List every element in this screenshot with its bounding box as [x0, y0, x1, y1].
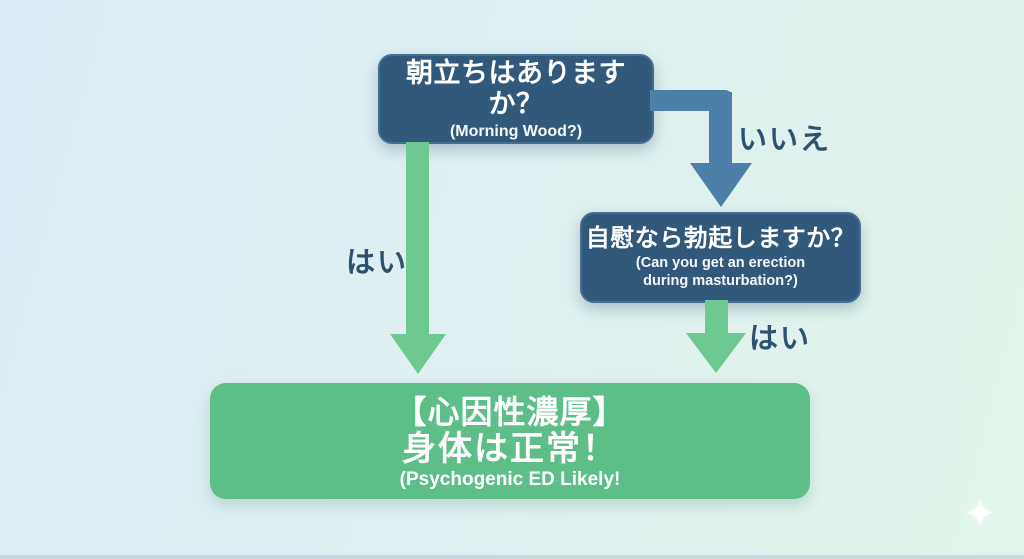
result-node-psychogenic-ed: 【心因性濃厚】 身体は正常！ (Psychogenic ED Likely!: [210, 383, 810, 499]
question1-subtitle: (Morning Wood?): [449, 122, 583, 140]
question2-subtitle-line2: during masturbation?): [643, 273, 798, 290]
edge-label-yes-left: はい: [346, 247, 409, 279]
sparkle-icon: ✦: [963, 492, 997, 536]
question1-title: 朝立ちはありますか？: [406, 57, 626, 119]
question2-title: 自慰なら勃起しますか？: [585, 225, 856, 253]
arrow-yes-left-segment: [406, 142, 429, 336]
question2-subtitle-line1: (Can you get an erection: [635, 255, 806, 272]
edge-label-yes-right: はい: [749, 323, 812, 355]
question-node-masturbation-erection: 自慰なら勃起しますか？ (Can you get an erection dur…: [580, 212, 861, 303]
question-node-morning-wood: 朝立ちはありますか？ (Morning Wood?): [378, 54, 654, 144]
result-subtitle: (Psychogenic ED Likely!: [399, 468, 621, 490]
arrow-yes-right-segment: [705, 300, 728, 335]
result-heading: 【心因性濃厚】: [394, 394, 626, 431]
arrow-no-arrowhead-icon: [690, 163, 752, 207]
arrow-yes-right-arrowhead-icon: [686, 333, 746, 373]
arrow-yes-left-arrowhead-icon: [390, 334, 446, 374]
edge-label-no: いいえ: [738, 124, 832, 156]
arrow-no-vertical-segment: [709, 92, 732, 165]
result-message: 身体は正常！: [402, 430, 618, 469]
